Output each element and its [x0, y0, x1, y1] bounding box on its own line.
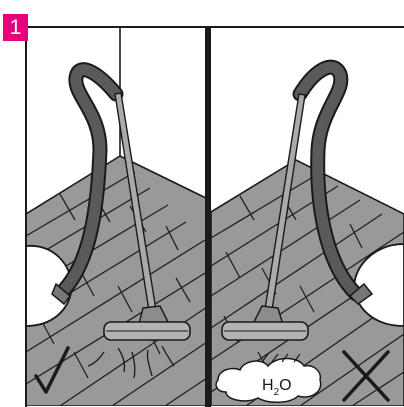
panel-divider [205, 27, 211, 407]
water-formula: H2O [262, 377, 292, 398]
cross-mark-icon [342, 350, 390, 402]
suction-lines [87, 345, 175, 379]
check-mark-icon [34, 346, 70, 394]
step-number-badge: 1 [3, 14, 28, 41]
water-splash-lines [261, 353, 301, 363]
panel-correct [26, 27, 205, 406]
step-number: 1 [9, 15, 22, 39]
hose-connector [51, 282, 72, 306]
water-puddle [215, 357, 322, 403]
panel-wrong: H2O [211, 59, 404, 406]
hose [294, 61, 362, 300]
hose [56, 64, 122, 298]
wood-floor [211, 159, 404, 406]
hose-connector [348, 282, 374, 305]
